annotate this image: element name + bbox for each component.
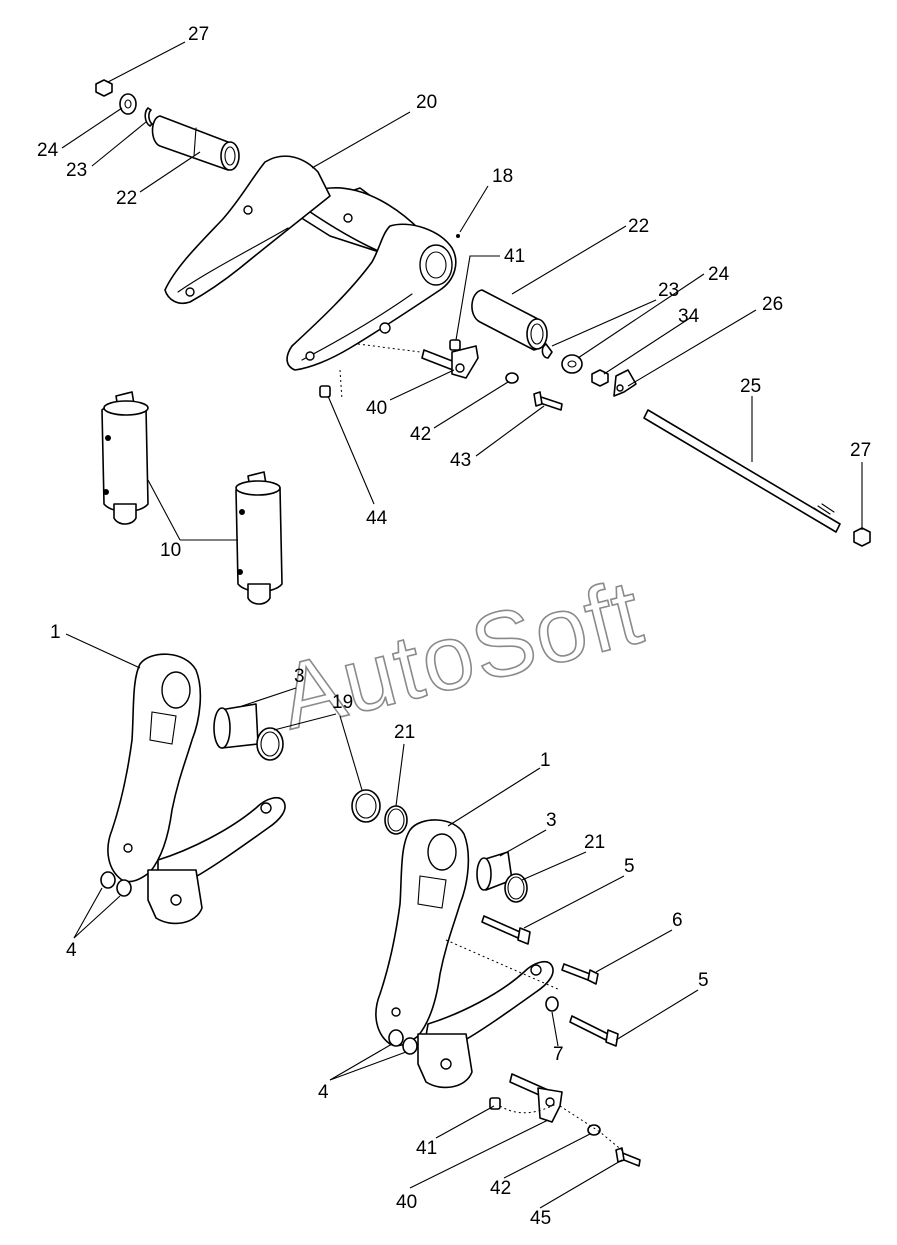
callout-27-right: 27 xyxy=(850,440,871,461)
callout-27-top: 27 xyxy=(188,24,209,45)
tie-rod-25 xyxy=(643,409,841,533)
bolt-6 xyxy=(561,963,599,985)
callout-21-lower: 21 xyxy=(584,832,605,853)
callout-22-top: 22 xyxy=(116,188,137,209)
callout-3-right: 3 xyxy=(546,810,557,831)
callout-22-right: 22 xyxy=(628,216,649,237)
seal-19-lower xyxy=(351,789,381,823)
callout-26: 26 xyxy=(762,294,783,315)
o-ring-21-lower xyxy=(504,873,528,903)
snap-ring-23-top-left xyxy=(144,107,153,127)
callout-41-bottom: 41 xyxy=(416,1138,437,1159)
bushing-22-right xyxy=(471,289,548,351)
callout-20: 20 xyxy=(416,92,437,113)
callout-44: 44 xyxy=(366,508,388,529)
bracket-26 xyxy=(613,369,637,397)
bolt-43 xyxy=(533,391,563,411)
callout-4-left: 4 xyxy=(66,940,77,961)
watermark: AutoSoft xyxy=(270,561,653,749)
callout-18: 18 xyxy=(492,166,513,187)
callout-45: 45 xyxy=(530,1208,551,1229)
leader-lines xyxy=(61,41,863,1209)
bushing-22-top-left xyxy=(151,115,240,171)
seal-19-upper xyxy=(256,727,284,761)
callout-42-top: 42 xyxy=(410,424,431,445)
callout-34: 34 xyxy=(678,306,700,327)
bolt-5-upper xyxy=(481,915,531,945)
callout-5-lower: 5 xyxy=(698,970,709,991)
o-ring-21-upper xyxy=(384,805,408,835)
callout-10: 10 xyxy=(160,540,181,561)
callout-43: 43 xyxy=(450,450,471,471)
callout-40-top: 40 xyxy=(366,398,387,419)
callout-5-upper: 5 xyxy=(624,856,635,877)
cylinder-10-right xyxy=(235,471,283,605)
pin-40-bottom xyxy=(509,1073,563,1123)
callout-1-left: 1 xyxy=(50,622,61,643)
callout-19: 19 xyxy=(332,692,353,713)
callout-41-top: 41 xyxy=(504,246,525,267)
spacers-4-right xyxy=(388,1029,418,1055)
cylinder-10-left xyxy=(101,391,149,525)
callout-24-right: 24 xyxy=(708,264,730,285)
bolt-45 xyxy=(615,1147,641,1167)
callout-21-upper: 21 xyxy=(394,722,415,743)
callout-40-bottom: 40 xyxy=(396,1192,417,1213)
callout-24-top: 24 xyxy=(37,140,59,161)
nut-27-right xyxy=(853,527,871,547)
washer-42-bottom xyxy=(587,1124,601,1136)
spacer-41-top xyxy=(449,339,461,351)
spacers-4-left xyxy=(100,871,132,897)
callout-42-bottom: 42 xyxy=(490,1178,511,1199)
washer-24-right xyxy=(561,354,583,374)
callout-23-top: 23 xyxy=(66,160,87,181)
callout-4-right: 4 xyxy=(318,1082,329,1103)
bushing-3-left xyxy=(213,703,259,749)
washer-24-top-left xyxy=(119,93,137,115)
bushing-3-right xyxy=(476,851,513,891)
pin-40-top xyxy=(421,345,479,379)
callout-25: 25 xyxy=(740,376,761,397)
washer-7 xyxy=(545,996,559,1012)
callout-1-right: 1 xyxy=(540,750,551,771)
callout-23-right: 23 xyxy=(658,280,679,301)
snap-ring-23-right xyxy=(541,343,553,359)
nut-44 xyxy=(319,385,331,398)
callout-3-left: 3 xyxy=(294,666,305,687)
nut-27-top-left xyxy=(95,79,113,97)
rocker-shaft-assembly xyxy=(164,155,460,371)
lift-arm-1-left xyxy=(107,653,286,925)
washer-42-top xyxy=(505,372,519,384)
callout-7: 7 xyxy=(553,1044,564,1065)
callout-labels: 27 24 23 22 20 18 22 41 23 24 34 26 40 4… xyxy=(37,24,871,1229)
callout-6: 6 xyxy=(672,910,683,931)
bolt-5-lower xyxy=(569,1015,619,1047)
lift-arm-1-right xyxy=(375,819,554,1089)
